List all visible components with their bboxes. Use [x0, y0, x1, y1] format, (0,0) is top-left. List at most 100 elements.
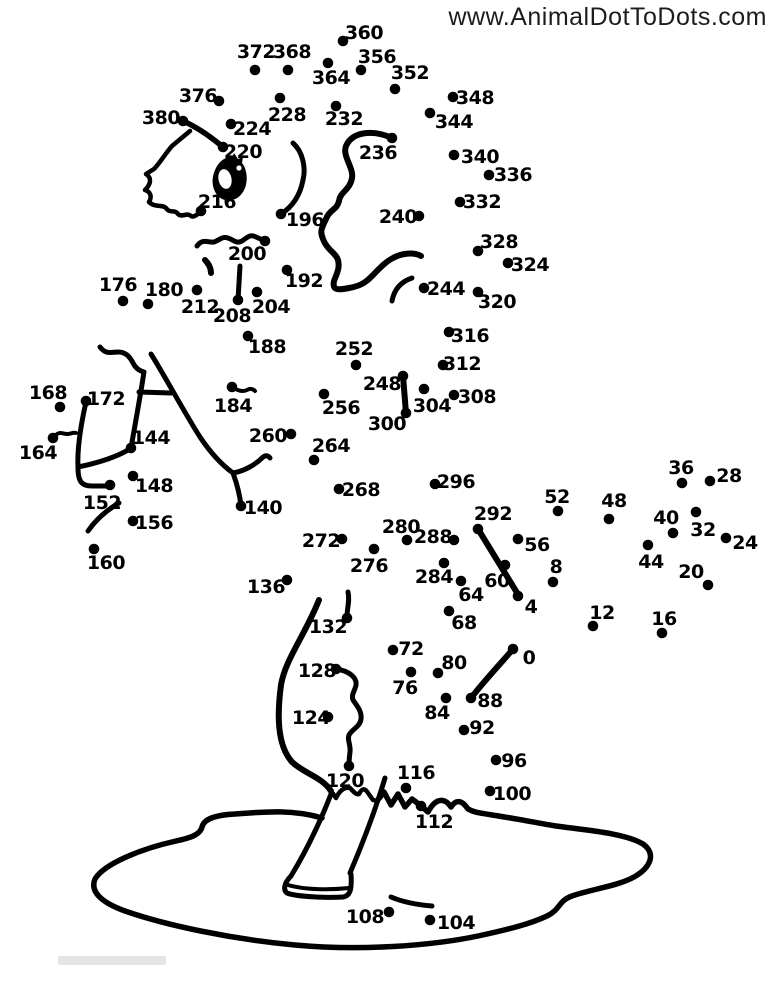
dot-label-120: 120 [325, 770, 365, 792]
dot-label-340: 340 [460, 146, 500, 168]
dot-label-200: 200 [227, 243, 267, 265]
dot-16 [656, 627, 668, 639]
dot-label-132: 132 [308, 616, 348, 638]
dot-label-96: 96 [501, 750, 527, 772]
dot-228 [274, 92, 286, 104]
dot-label-164: 164 [18, 442, 58, 464]
hoof-outline [282, 871, 354, 900]
dot-316 [443, 326, 455, 338]
dot-label-372: 372 [236, 41, 276, 63]
dot-label-80: 80 [441, 652, 467, 674]
dot-140 [235, 500, 247, 512]
dot-0 [507, 643, 519, 655]
dot-label-64: 64 [458, 584, 484, 606]
scan-smudge-artifact [58, 956, 166, 965]
dot-380 [177, 115, 189, 127]
dot-label-216: 216 [197, 191, 237, 213]
dot-120 [343, 760, 355, 772]
pony-neck-art [318, 129, 424, 304]
dot-label-0: 0 [522, 647, 536, 669]
dot-label-208: 208 [212, 305, 252, 327]
dot-label-376: 376 [178, 85, 218, 107]
dot-label-24: 24 [732, 532, 758, 554]
dot-372 [249, 64, 261, 76]
dot-264 [308, 454, 320, 466]
dot-220 [217, 141, 229, 153]
neck-s-curve [318, 129, 424, 293]
dot-124 [322, 711, 334, 723]
dot-296 [429, 478, 441, 490]
dot-60 [499, 559, 511, 571]
dot-72 [387, 644, 399, 656]
dot-label-52: 52 [544, 486, 570, 508]
dot-label-360: 360 [344, 22, 384, 44]
dot-104 [424, 914, 436, 926]
lower-leg-line [75, 399, 113, 489]
dot-248 [397, 370, 409, 382]
dot-48 [603, 513, 615, 525]
squiggle-164 [51, 430, 78, 440]
pony-head-art [142, 118, 307, 303]
dot-label-68: 68 [451, 612, 477, 634]
front-leg-hook [230, 453, 273, 476]
dot-240 [413, 210, 425, 222]
dot-92 [458, 724, 470, 736]
dot-116 [400, 782, 412, 794]
dot-100 [484, 785, 496, 797]
dot-label-276: 276 [349, 555, 389, 577]
dot-180 [142, 298, 154, 310]
dot-label-308: 308 [457, 386, 497, 408]
numbered-dots-layer [47, 35, 732, 926]
dot-label-256: 256 [321, 397, 361, 419]
dot-32 [690, 506, 702, 518]
dot-label-56: 56 [524, 534, 550, 556]
dot-376 [213, 95, 225, 107]
front-leg-crossbar [136, 389, 174, 396]
dot-label-176: 176 [98, 274, 138, 296]
dot-label-380: 380 [141, 107, 181, 129]
ear-and-face-outline [142, 128, 204, 219]
dot-label-180: 180 [144, 279, 184, 301]
eye-highlight-crescent [218, 169, 232, 189]
dot-368 [282, 64, 294, 76]
dot-label-252: 252 [334, 338, 374, 360]
dot-168 [54, 401, 66, 413]
dot-192 [281, 264, 293, 276]
dot-label-48: 48 [601, 490, 627, 512]
dot-label-352: 352 [390, 62, 430, 84]
dot-label-76: 76 [392, 677, 418, 699]
dot-label-260: 260 [248, 425, 288, 447]
front-leg-left-line [97, 344, 147, 451]
front-leg-right-line [148, 351, 244, 509]
dot-label-268: 268 [341, 479, 381, 501]
dot-label-296: 296 [436, 471, 476, 493]
chest-arc [389, 275, 415, 304]
dot-label-336: 336 [493, 164, 533, 186]
dot-label-40: 40 [653, 507, 679, 529]
dot-88 [465, 692, 477, 704]
dot-label-284: 284 [414, 566, 454, 588]
line-292-60-4 [475, 526, 522, 599]
dot-label-188: 188 [247, 336, 287, 358]
dot-260 [285, 428, 297, 440]
dot-24 [720, 532, 732, 544]
dot-344 [424, 107, 436, 119]
dot-68 [443, 605, 455, 617]
dot-label-136: 136 [246, 576, 286, 598]
dot-label-228: 228 [267, 104, 307, 126]
dot-324 [502, 257, 514, 269]
dot-label-112: 112 [414, 811, 454, 833]
dot-80 [432, 667, 444, 679]
arc-below-152 [85, 500, 122, 534]
line-248-300 [400, 373, 409, 416]
dot-label-156: 156 [134, 512, 174, 534]
dot-160 [88, 543, 100, 555]
dot-label-220: 220 [223, 141, 263, 163]
dot-label-244: 244 [426, 278, 466, 300]
dot-152 [104, 479, 116, 491]
dot-36 [676, 477, 688, 489]
hoof-inner-line [286, 883, 351, 892]
dot-236 [386, 132, 398, 144]
dot-label-160: 160 [86, 552, 126, 574]
